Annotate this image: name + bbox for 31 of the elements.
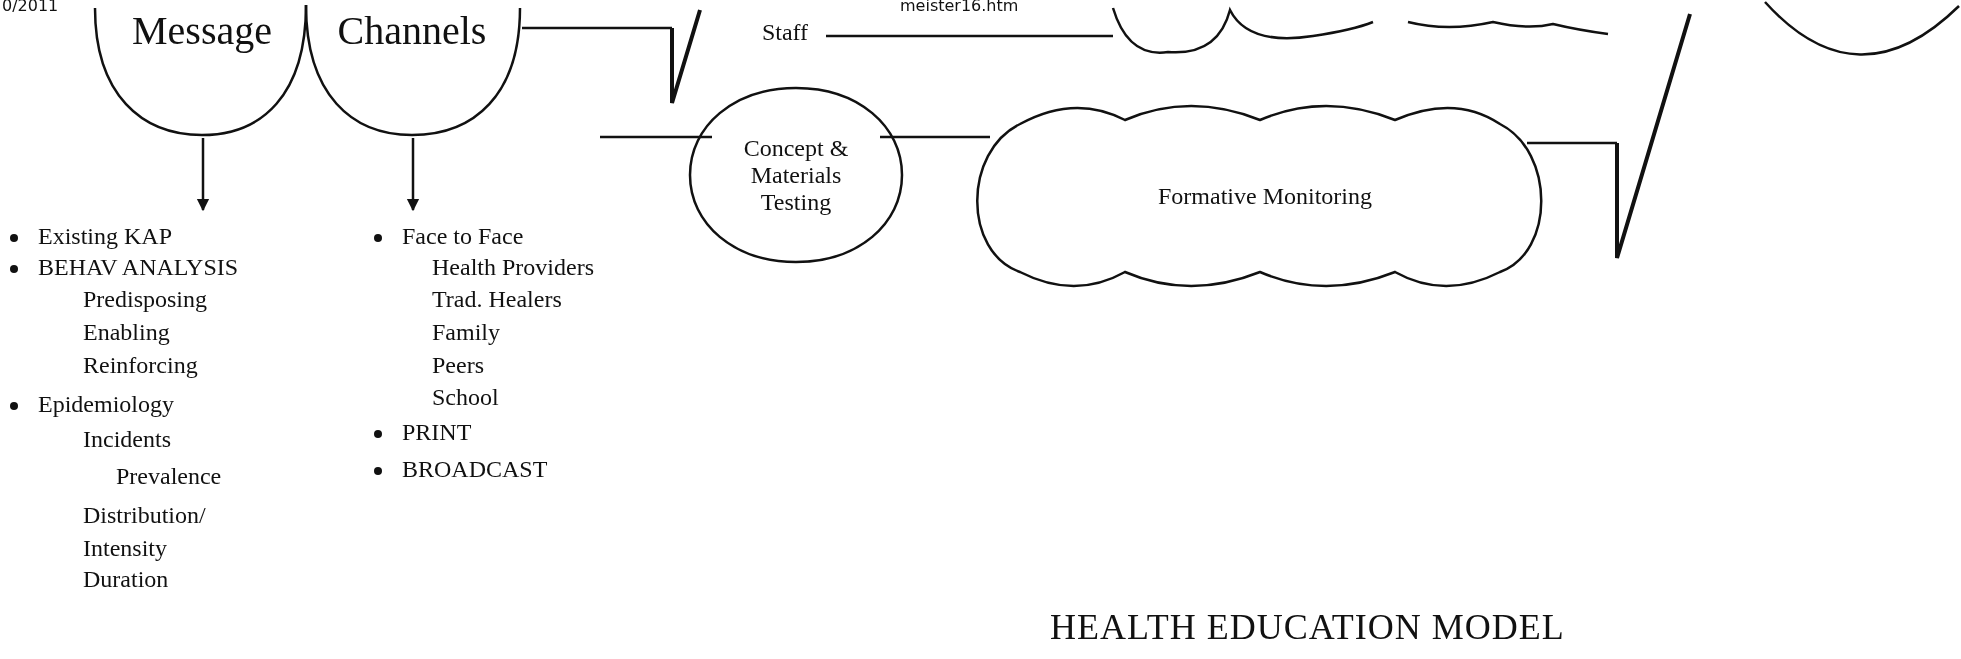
connector-line [880, 135, 990, 139]
label-text: Staff [761, 18, 809, 46]
list-item-text: BROADCAST [402, 455, 548, 483]
arrow [196, 138, 210, 212]
node-label: Formative Monitoring [1158, 182, 1372, 210]
connector-line [600, 135, 712, 139]
connector-line [1527, 141, 1617, 145]
list-item-text: Epidemiology [38, 390, 174, 418]
list-item-text: Reinforcing [83, 351, 198, 379]
connector-line [522, 26, 672, 30]
list-item-text: Health Providers [432, 253, 594, 281]
list-item-text: Trad. Healers [432, 285, 562, 313]
node-label: Channels [337, 6, 487, 54]
node-label: Message [132, 6, 272, 54]
list-item-text: Incidents [83, 425, 171, 453]
list-item-text: Prevalence [116, 462, 222, 490]
list-item-text: Distribution/ Intensity [83, 501, 207, 563]
node-label: Concept & Materials Testing [742, 134, 850, 216]
list-item-text: Existing KAP [38, 222, 172, 250]
connector-line [826, 34, 1113, 38]
list-item-text: PRINT [402, 418, 472, 446]
list-item-text: Family [432, 318, 500, 346]
list-item-text: Enabling [83, 318, 170, 346]
arrow [406, 138, 420, 212]
diagram-caption: HEALTH EDUCATION MODEL [1050, 606, 1565, 648]
list-item-text: Duration [83, 565, 169, 593]
list-item-text: BEHAV ANALYSIS [38, 253, 239, 281]
list-item-text: School [432, 383, 499, 411]
list-item-text: Face to Face [402, 222, 524, 250]
list-item-text: Peers [432, 351, 484, 379]
list-item-text: Predisposing [83, 285, 207, 313]
